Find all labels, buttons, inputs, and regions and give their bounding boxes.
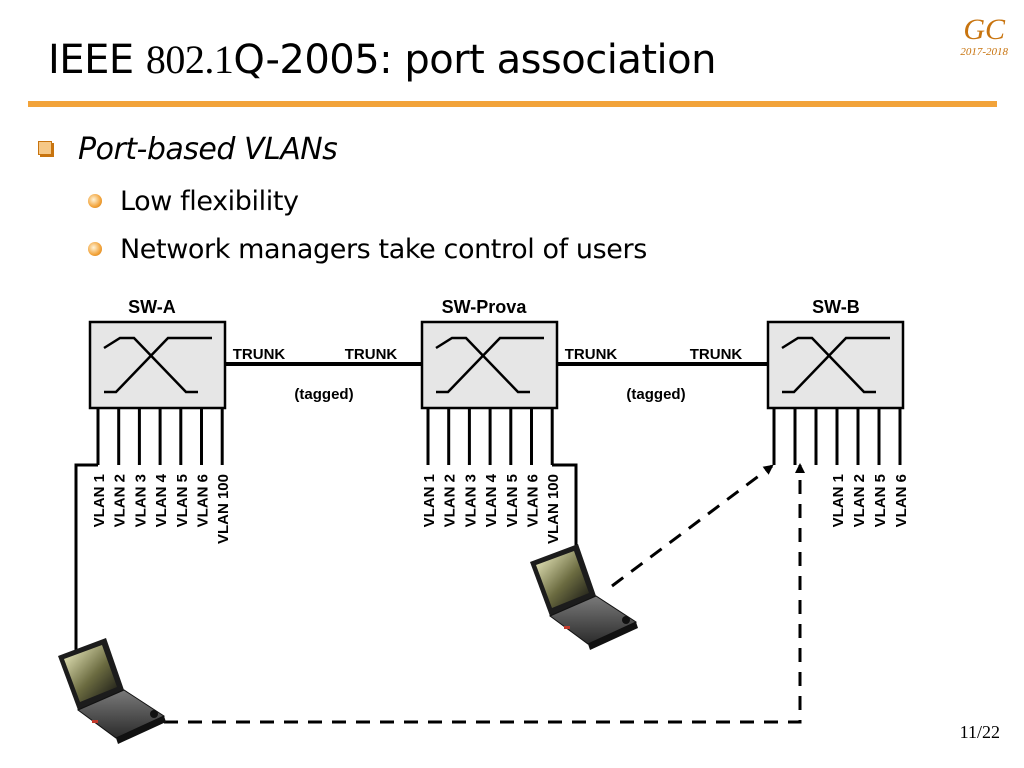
vlan-port-label: VLAN 6 bbox=[893, 474, 910, 527]
switch-b-label: SW-B bbox=[812, 297, 860, 317]
vlan-port-label: VLAN 1 bbox=[830, 474, 847, 527]
bullet-sub-1: Low flexibility bbox=[88, 182, 299, 222]
vlan-port-label: VLAN 1 bbox=[421, 474, 438, 527]
laptop-icon bbox=[529, 543, 639, 651]
vlan-port-label: VLAN 4 bbox=[153, 473, 170, 527]
square-bullet-icon bbox=[38, 141, 52, 155]
vlan-port-label: VLAN 2 bbox=[442, 474, 459, 527]
cable-laptop-2 bbox=[552, 463, 578, 552]
vlan-port-label: VLAN 4 bbox=[483, 473, 500, 527]
move-arrow-laptop-1 bbox=[164, 463, 805, 724]
vlan-port-label: VLAN 5 bbox=[872, 474, 889, 527]
trunk-label: TRUNK bbox=[345, 346, 398, 363]
switch-prova-label: SW-Prova bbox=[442, 297, 528, 317]
vlan-port-label: VLAN 5 bbox=[174, 474, 191, 527]
title-underline bbox=[28, 101, 997, 107]
vlan-port-label: VLAN 3 bbox=[132, 474, 149, 527]
switch-prova bbox=[420, 320, 559, 410]
switch-a bbox=[88, 320, 227, 410]
trunk-label: TRUNK bbox=[565, 346, 618, 363]
vlan-port-label: VLAN 1 bbox=[91, 474, 108, 527]
trunk-label: TRUNK bbox=[690, 346, 743, 363]
vlan-port-label: VLAN 5 bbox=[504, 474, 521, 527]
logo-years: 2017-2018 bbox=[960, 46, 1008, 58]
page-title: IEEE 802.1Q-2005: port association bbox=[48, 37, 716, 83]
move-arrow-laptop-2 bbox=[611, 464, 774, 588]
circle-bullet-icon bbox=[88, 194, 102, 208]
trunk-label: TRUNK bbox=[233, 346, 286, 363]
switch-a-label: SW-A bbox=[128, 297, 176, 317]
vlan-port-label: VLAN 2 bbox=[851, 474, 868, 527]
vlan-port-label: VLAN 6 bbox=[525, 474, 542, 527]
vlan-port-label: VLAN 3 bbox=[462, 474, 479, 527]
laptop-icon bbox=[57, 637, 167, 745]
course-logo: GC 2017-2018 bbox=[960, 13, 1008, 59]
cable-laptop-1 bbox=[74, 463, 98, 650]
switch-b bbox=[766, 320, 905, 410]
vlan-port-label: VLAN 100 bbox=[545, 474, 562, 544]
vlan-port-label: VLAN 100 bbox=[215, 474, 232, 544]
page-number: 11/22 bbox=[959, 722, 1000, 742]
vlan-port-label: VLAN 2 bbox=[112, 474, 129, 527]
bullet-main: Port-based VLANs bbox=[38, 128, 338, 172]
tagged-label: (tagged) bbox=[626, 386, 685, 403]
circle-bullet-icon bbox=[88, 242, 102, 256]
logo-monogram: GC bbox=[963, 13, 1005, 46]
tagged-label: (tagged) bbox=[294, 386, 353, 403]
bullet-sub-2: Network managers take control of users bbox=[88, 230, 647, 270]
vlan-port-label: VLAN 6 bbox=[195, 474, 212, 527]
